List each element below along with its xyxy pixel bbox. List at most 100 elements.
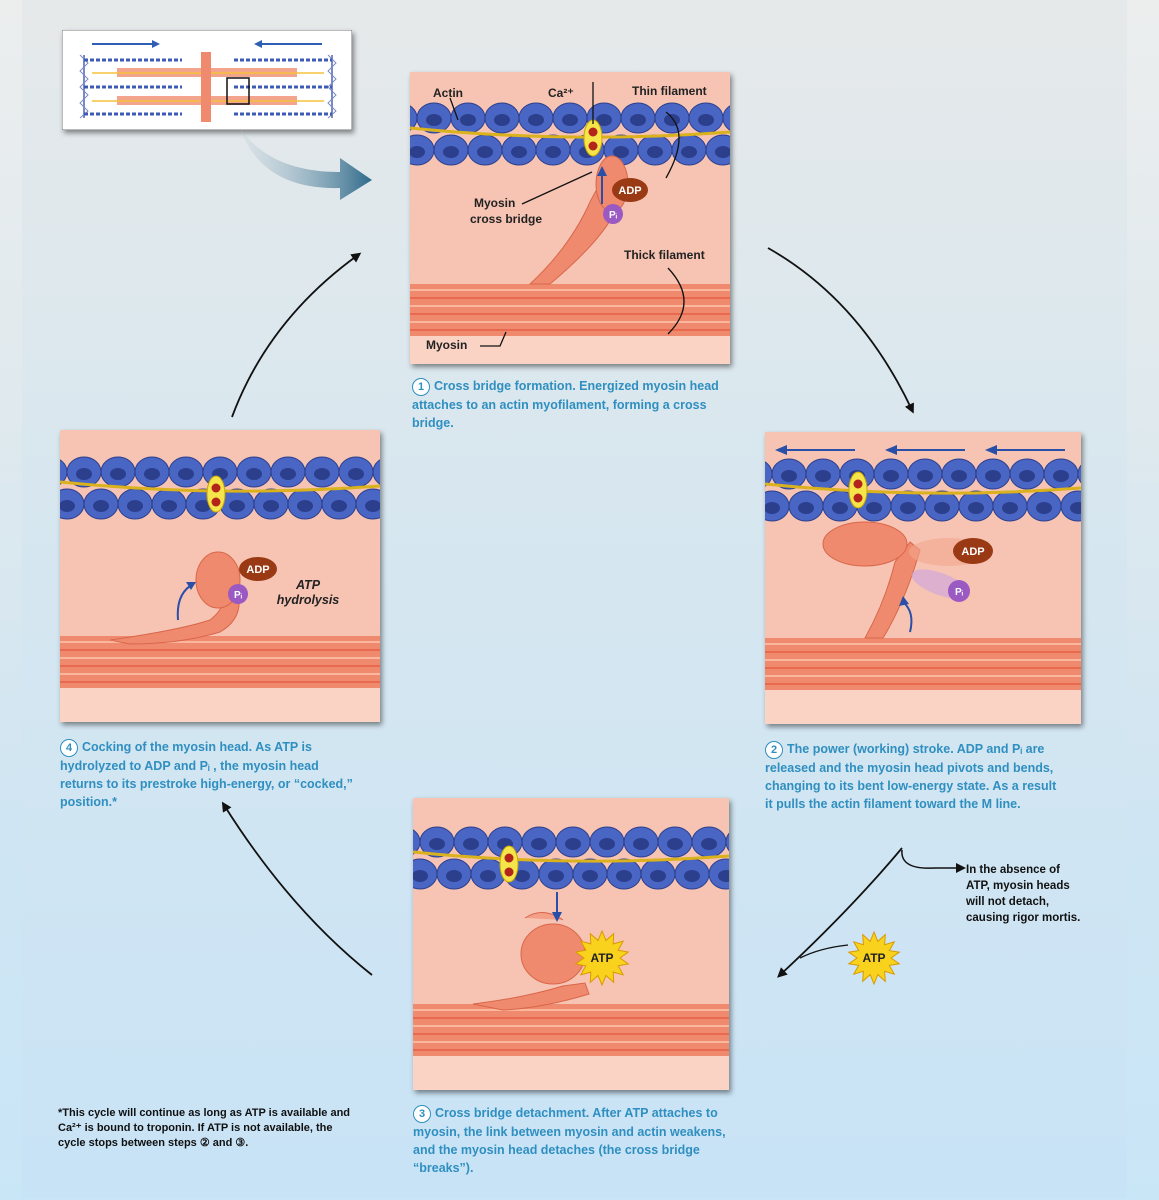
actin-subunit-core: [684, 870, 700, 882]
actin-subunit-core: [93, 500, 109, 512]
tropomyosin-strand: [413, 850, 729, 863]
svg-text:ADP: ADP: [246, 564, 269, 576]
sarcomere-top-arrows: [92, 40, 322, 48]
actin-subunit-core: [365, 500, 380, 512]
actin-subunit-core: [582, 870, 598, 882]
thick-filament-bracket: [667, 267, 685, 335]
thin-filament: [413, 826, 729, 890]
atp-bound-starburst: ATP: [574, 929, 630, 987]
atp-hydrolysis-line1: ATP: [295, 578, 321, 592]
actin-subunit-core: [715, 146, 730, 158]
actin-subunit-core: [613, 146, 629, 158]
actin-subunit-core: [144, 468, 160, 480]
tropomyosin-strand: [765, 482, 1081, 495]
actin-subunit-core: [951, 470, 967, 482]
actin-movement-arrows: [775, 445, 1065, 455]
label-atp-hydrolysis: ATP hydrolysis: [268, 578, 348, 608]
actin-subunit-core: [531, 838, 547, 850]
actin-subunit-core: [178, 468, 194, 480]
atp-starburst-free: ATP: [847, 930, 901, 986]
actin-subunit-core: [664, 114, 680, 126]
thick-filament: [60, 636, 380, 688]
label-actin: Actin: [433, 86, 463, 100]
actin-subunit-core: [698, 114, 714, 126]
actin-subunit-core: [60, 500, 75, 512]
thin-filament: [765, 458, 1081, 522]
inset-thick-filaments: [92, 52, 324, 122]
actin-subunit-core: [110, 468, 126, 480]
actin-subunit-core: [76, 468, 92, 480]
myosin-arm: [472, 982, 590, 1011]
actin-subunit-core: [443, 146, 459, 158]
thick-filament: [413, 1004, 729, 1056]
actin-subunit-core: [161, 500, 177, 512]
step-2-number: 2: [765, 741, 783, 759]
step-1-body: Energized myosin head attaches to an act…: [412, 379, 719, 430]
actin-subunit-core: [798, 502, 814, 514]
svg-text:ATP: ATP: [590, 951, 613, 965]
actin-subunit-core: [480, 870, 496, 882]
actin-subunit-core: [429, 838, 445, 850]
svg-text:ADP: ADP: [961, 546, 984, 558]
actin-subunit-core: [599, 838, 615, 850]
label-myosin-cross-bridge-line1: Myosin: [474, 196, 516, 210]
myosin-leader: [480, 331, 507, 347]
actin-subunit-core: [1019, 470, 1035, 482]
actin-subunit-core: [765, 502, 780, 514]
actin-subunit-core: [565, 838, 581, 850]
actin-subunit: [722, 105, 730, 131]
arrow-3-to-4: [221, 801, 373, 976]
svg-text:ATP: ATP: [862, 951, 885, 965]
actin-subunit-core: [1036, 502, 1052, 514]
step-3-body: After ATP attaches to myosin, the link b…: [413, 1106, 726, 1175]
actin-subunit-core: [314, 468, 330, 480]
step-3-number: 3: [413, 1105, 431, 1123]
arrow-1-to-2: [767, 247, 914, 414]
adp-molecule: ADP: [239, 557, 277, 581]
actin-subunit-core: [280, 468, 296, 480]
step-4-body: As ATP is hydrolyzed to ADP and Pᵢ , the…: [60, 740, 353, 809]
actin-subunit-core: [1070, 502, 1081, 514]
adp-released: ADP: [909, 538, 993, 566]
actin-subunit-core: [718, 870, 729, 882]
actin-subunit-core: [633, 838, 649, 850]
actin-subunit-core: [348, 468, 364, 480]
actin-subunit: [725, 832, 729, 852]
label-calcium: Ca²⁺: [548, 86, 574, 100]
actin-subunit-core: [229, 500, 245, 512]
step-1-title: Cross bridge formation.: [434, 379, 576, 393]
step-2-title: The power (working) stroke.: [787, 742, 954, 756]
actin-subunit-core: [548, 870, 564, 882]
actin-subunit-core: [815, 470, 831, 482]
step-1-number: 1: [412, 378, 430, 396]
actin-subunit-core: [426, 114, 442, 126]
troponin-calcium: [499, 845, 519, 883]
myosin-head-bent: [822, 521, 908, 567]
label-thick-filament: Thick filament: [624, 248, 705, 262]
actin-subunit-core: [917, 470, 933, 482]
actin-subunit-core: [511, 146, 527, 158]
svg-text:ADP: ADP: [618, 185, 641, 197]
actin-leader: [449, 97, 459, 121]
step-4-number: 4: [60, 739, 78, 757]
adp-molecule: ADP: [612, 178, 648, 202]
svg-text:Pᵢ: Pᵢ: [609, 210, 618, 221]
actin-subunit-core: [460, 114, 476, 126]
actin-subunit-core: [127, 500, 143, 512]
inset-thin-filaments: [84, 58, 332, 116]
actin-subunit: [1077, 464, 1081, 484]
arrow-4-to-1: [231, 252, 362, 418]
atp-hydrolysis-line2: hydrolysis: [276, 593, 340, 607]
actin-subunit-core: [477, 146, 493, 158]
cocking-arrow: [176, 585, 191, 621]
panel-3-cross-bridge-detachment: ATP: [413, 798, 729, 1090]
actin-subunit-core: [934, 502, 950, 514]
actin-subunit-core: [701, 838, 717, 850]
actin-subunit-core: [246, 468, 262, 480]
arrow-2-to-3: [777, 847, 903, 978]
